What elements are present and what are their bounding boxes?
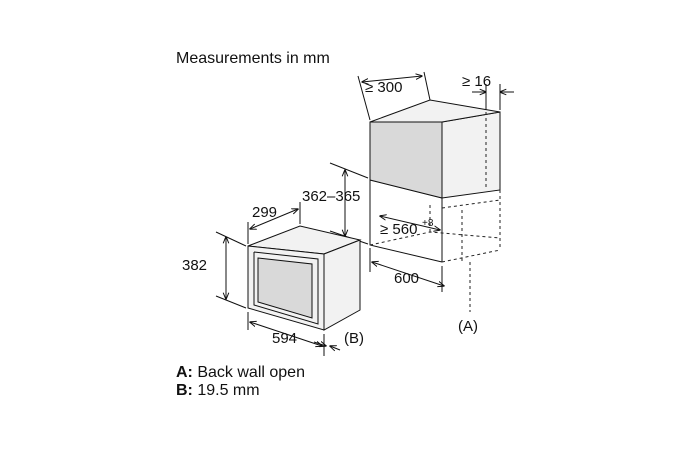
dimension-b: (B) [313, 330, 364, 350]
appliance-width-label: 594 [272, 330, 297, 347]
dimension-appliance-height: 382 [182, 231, 247, 309]
legend-key-a: A: [176, 364, 193, 381]
legend-item-b: B: 19.5 mm [176, 382, 305, 400]
dimension-appliance-depth: 299 [247, 202, 301, 244]
legend-item-a: A: Back wall open [176, 364, 305, 382]
niche-height-label: 362–365 [302, 188, 360, 205]
diagram-title: Measurements in mm [176, 50, 330, 67]
appliance-door-window [257, 257, 313, 319]
cabinet-niche [369, 99, 501, 312]
niche-width-tolerance: +8 [422, 218, 434, 229]
marker-a: (A) [458, 318, 478, 335]
dimension-niche-depth: 600 [369, 248, 444, 292]
legend-text-a: Back wall open [197, 364, 305, 381]
niche-depth-label: 600 [394, 270, 419, 287]
dimension-appliance-width: 594 [247, 312, 325, 356]
legend: A: Back wall open B: 19.5 mm [176, 364, 305, 400]
rear-gap-label: ≥ 16 [462, 73, 491, 90]
appliance-height-label: 382 [182, 257, 207, 274]
dimension-niche-width: ≥ 560 +8 [380, 216, 440, 238]
appliance [247, 225, 362, 331]
niche-depth-top-label: ≥ 300 [365, 79, 402, 96]
dimension-niche-depth-top: ≥ 300 [357, 71, 431, 121]
legend-key-b: B: [176, 382, 193, 399]
marker-b: (B) [344, 330, 364, 347]
dimension-rear-gap: ≥ 16 [462, 73, 514, 110]
niche-width-label: ≥ 560 [380, 221, 417, 238]
appliance-depth-label: 299 [252, 204, 277, 221]
legend-text-b: 19.5 mm [197, 382, 260, 399]
